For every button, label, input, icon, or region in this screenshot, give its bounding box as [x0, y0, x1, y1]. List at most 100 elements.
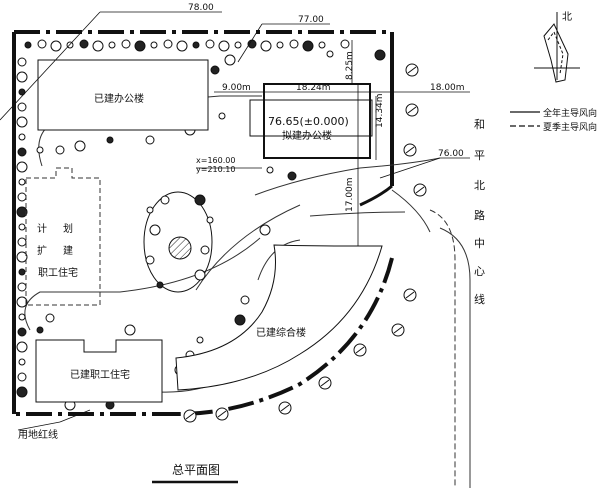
planned-housing-char-4: 建	[63, 244, 73, 257]
tree-symbol	[17, 282, 27, 292]
tree-symbol	[234, 41, 242, 49]
tree-symbol	[74, 140, 86, 152]
tree-symbol	[259, 224, 271, 236]
tree-symbol	[18, 313, 26, 321]
tree-symbol	[18, 133, 26, 141]
staff-housing-existing-label: 已建职工住宅	[70, 368, 130, 381]
tree-symbol	[17, 372, 27, 382]
tree-symbol	[266, 166, 274, 174]
street-tree-mark	[405, 291, 415, 299]
tree-symbol	[145, 135, 155, 145]
tree-symbol	[318, 41, 326, 49]
tree-symbol	[37, 39, 47, 49]
annual-wind-label: 全年主导风向	[543, 107, 597, 119]
elevation-top-mid: 77.00	[298, 15, 324, 25]
tree-symbol	[18, 358, 26, 366]
dim-18m: 18.00m	[430, 83, 465, 93]
office-existing-label: 已建办公楼	[94, 92, 144, 105]
street-tree-mark	[320, 379, 330, 387]
road-char-4: 路	[474, 209, 485, 222]
tree-symbol	[16, 161, 28, 173]
tree-symbol	[134, 40, 146, 52]
north-arrow	[534, 12, 580, 83]
tree-symbol	[16, 386, 28, 398]
street-tree-mark	[217, 410, 227, 418]
tree-symbol	[149, 224, 161, 236]
tree-symbol	[156, 281, 164, 289]
tree-symbol	[108, 41, 116, 49]
drawing-title: 总平面图	[172, 463, 220, 477]
tree-symbol	[224, 54, 236, 66]
tree-symbol	[16, 116, 28, 128]
road-char-7: 线	[474, 292, 485, 306]
boundary-label: 用地红线	[18, 428, 58, 441]
tree-symbol	[50, 40, 62, 52]
tree-symbol	[121, 39, 131, 49]
tree-symbol	[17, 102, 27, 112]
office-proposed-outline	[263, 83, 371, 159]
tree-symbol	[18, 223, 26, 231]
planned-housing-char-3: 扩	[37, 244, 47, 257]
tree-symbol	[17, 327, 27, 337]
tree-symbol	[163, 39, 173, 49]
office-proposed-annex	[249, 99, 373, 137]
tree-symbol	[16, 206, 28, 218]
tree-symbol	[36, 146, 44, 154]
tree-symbol	[55, 145, 65, 155]
tree-symbol	[276, 41, 284, 49]
street-tree-mark	[407, 66, 417, 74]
tree-symbol	[150, 41, 158, 49]
road-char-3: 北	[474, 179, 485, 192]
tree-symbol	[16, 341, 28, 353]
elevation-top-left: 78.00	[188, 3, 214, 13]
staff-housing-outline	[35, 339, 163, 403]
planned-housing-outline	[25, 167, 101, 306]
road-name: 和 平 北 路 中 心 线	[474, 118, 485, 306]
tree-symbol	[196, 336, 204, 344]
dim-14-34m: 14.34m	[375, 93, 385, 128]
tree-symbol	[289, 39, 299, 49]
tree-symbol	[18, 88, 26, 96]
summer-wind-label: 夏季主导风向	[543, 121, 597, 133]
tree-symbol	[124, 324, 136, 336]
tree-symbol	[234, 314, 246, 326]
road-char-5: 中	[474, 237, 485, 250]
tree-symbol	[92, 40, 104, 52]
dim-9m: 9.00m	[222, 83, 251, 93]
office-existing-outline	[37, 59, 209, 131]
dim-17m: 17.00m	[345, 177, 355, 212]
street-tree-mark	[185, 412, 195, 420]
tree-symbol	[17, 192, 27, 202]
tree-symbol	[176, 40, 188, 52]
tree-symbol	[16, 71, 28, 83]
tree-symbol	[18, 178, 26, 186]
tree-symbol	[340, 39, 350, 49]
street-tree-mark	[405, 146, 415, 154]
planned-housing-char-5: 职工住宅	[38, 266, 78, 279]
elevation-proposed: 76.65(±0.000)	[268, 115, 349, 128]
street-tree-mark	[280, 404, 290, 412]
tree-symbol	[36, 326, 44, 334]
tree-symbol	[260, 40, 272, 52]
tree-symbol	[210, 65, 220, 75]
dim-18-24m: 18.24m	[296, 83, 331, 93]
elevation-right: 76.00	[438, 149, 464, 159]
wind-legend: 全年主导风向 夏季主导风向	[510, 107, 597, 133]
tree-symbol	[192, 41, 200, 49]
central-garden	[143, 191, 213, 293]
north-label: 北	[562, 11, 572, 23]
street-tree-mark	[355, 346, 365, 354]
tree-symbol	[374, 49, 386, 61]
tree-symbol	[146, 206, 154, 214]
planned-housing-char-1: 计	[37, 222, 47, 235]
tree-symbol	[16, 251, 28, 263]
office-proposed-label: 拟建办公楼	[282, 129, 332, 142]
tree-symbol	[218, 112, 226, 120]
tree-symbol	[79, 39, 89, 49]
tree-symbol	[326, 50, 334, 58]
tree-symbol	[240, 295, 250, 305]
street-tree-mark	[407, 106, 417, 114]
complex-existing-label: 已建综合楼	[256, 326, 306, 339]
tree-symbol	[106, 136, 114, 144]
